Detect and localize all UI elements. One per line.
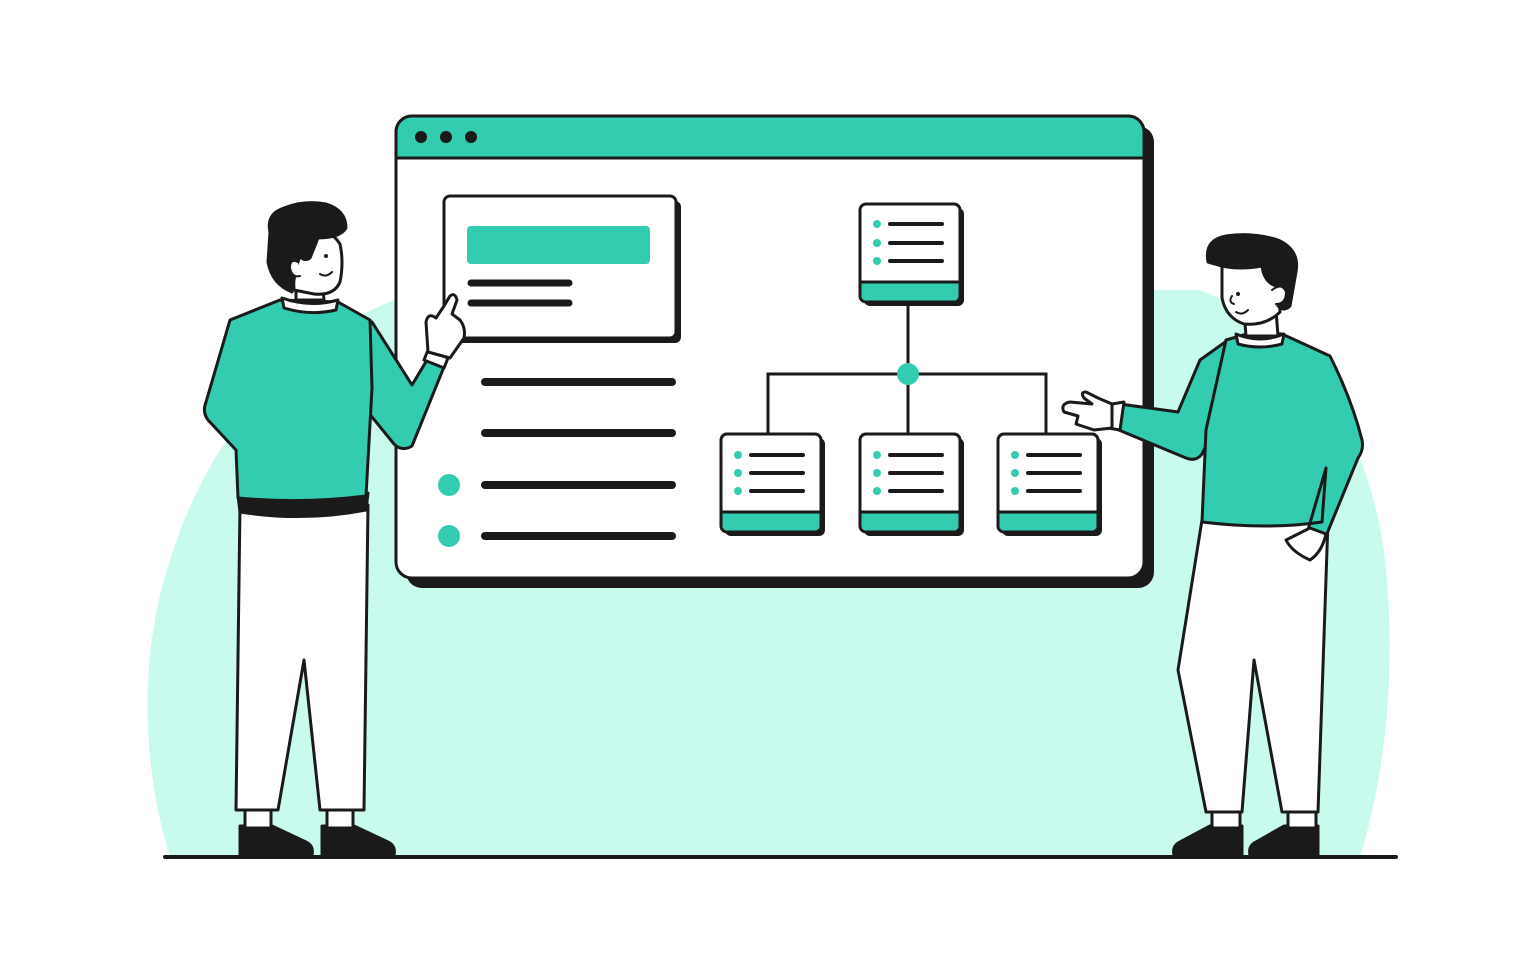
titlebar-dot[interactable] — [465, 131, 477, 143]
tree-node-child[interactable] — [858, 432, 964, 536]
doc-card-body — [442, 194, 678, 340]
titlebar-dot[interactable] — [440, 131, 452, 143]
window-titlebar — [394, 114, 1146, 160]
left-person-shoe — [320, 824, 396, 857]
right-person-open-hand — [1061, 390, 1114, 432]
tree-node-root[interactable] — [858, 202, 964, 306]
right-person-shoe — [1172, 824, 1244, 857]
doc-card[interactable] — [442, 194, 681, 343]
left-person-shoe — [238, 824, 314, 857]
tree-junction-node — [897, 363, 919, 385]
doc-card-header-bar — [467, 226, 650, 264]
titlebar-dot[interactable] — [415, 131, 427, 143]
left-person-sweater — [202, 298, 374, 503]
right-person-trousers — [1176, 518, 1330, 814]
left-person-hair — [266, 201, 348, 294]
person-right — [1061, 233, 1364, 857]
left-person-trousers — [234, 503, 370, 812]
list-bullet — [438, 525, 460, 547]
list-bullet — [438, 474, 460, 496]
tree-connectors — [766, 300, 1048, 434]
right-person-shoe — [1248, 824, 1320, 857]
right-person-sweater — [1200, 330, 1364, 538]
left-person-pointing-hand — [424, 293, 466, 360]
tree-node-child[interactable] — [719, 432, 825, 536]
browser-window — [394, 114, 1154, 588]
content-list — [438, 378, 676, 547]
person-left — [202, 201, 466, 857]
tree-node-child[interactable] — [996, 432, 1102, 536]
right-person-extended-arm — [1112, 338, 1234, 461]
right-person-hair — [1205, 233, 1299, 311]
